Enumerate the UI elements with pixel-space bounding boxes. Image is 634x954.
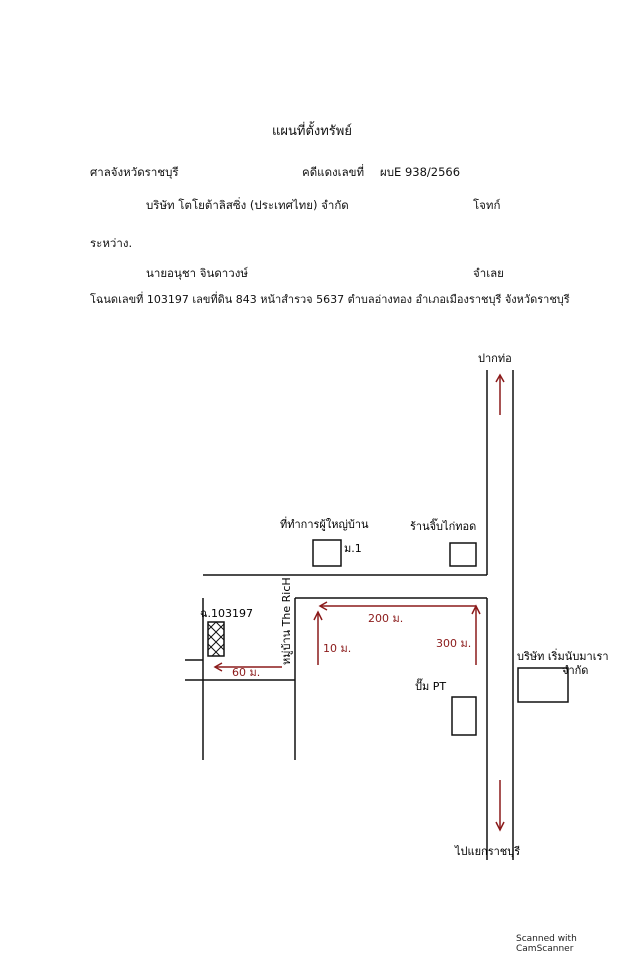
headman-office-label: ที่ทำการผู้ใหญ่บ้าน [280,516,369,531]
case-number: ผบE 938/2566 [380,165,461,179]
pt-gas-station [451,696,477,736]
defendant-role: จำเลย [473,266,504,280]
deed-details: โฉนดเลขที่ 103197 เลขที่ดิน 843 หน้าสำรว… [90,293,570,306]
gas-station-label: ปั๊ม PT [415,678,446,693]
distance-horizontal: 200 ม. [368,612,403,625]
direction-arrows [213,373,505,832]
north-direction-label: ปากท่อ [478,352,512,365]
court-name: ศาลจังหวัดราชบุรี [90,165,179,179]
company-building [517,667,569,703]
village-name-label: หมู่บ้าน The RicH [280,577,293,665]
distance-plot: 60 ม. [232,666,260,679]
between-label: ระหว่าง. [90,236,133,250]
headman-office-moo: ม.1 [344,542,362,555]
company-suffix: จำกัด [562,664,588,677]
chicken-shop-label: ร้านจิ๊บไก่ทอด [410,518,476,533]
plot-hatching [207,621,225,657]
scanner-watermark: Scanned with CamScanner [516,934,577,954]
fried-chicken-shop [449,542,477,567]
defendant-name: นายอนุชา จินดาวงษ์ [146,266,248,280]
plaintiff-role: โจทก์ [473,198,501,212]
distance-left-vertical: 10 ม. [323,642,351,655]
plot-deed-label: ฉ.103197 [200,607,253,620]
company-label: บริษัท เริ่มนับมาเรา [517,648,609,663]
document-title: แผนที่ตั้งทรัพย์ [272,124,352,139]
distance-right-vertical: 300 ม. [436,637,471,650]
village-headman-office [312,539,342,567]
case-label: คดีแดงเลขที่ [302,165,365,179]
plaintiff-name: บริษัท โตโยต้าลิสซิ่ง (ประเทศไทย) จำกัด [146,198,349,212]
south-direction-label: ไปแยกราชบุรี [454,845,520,858]
